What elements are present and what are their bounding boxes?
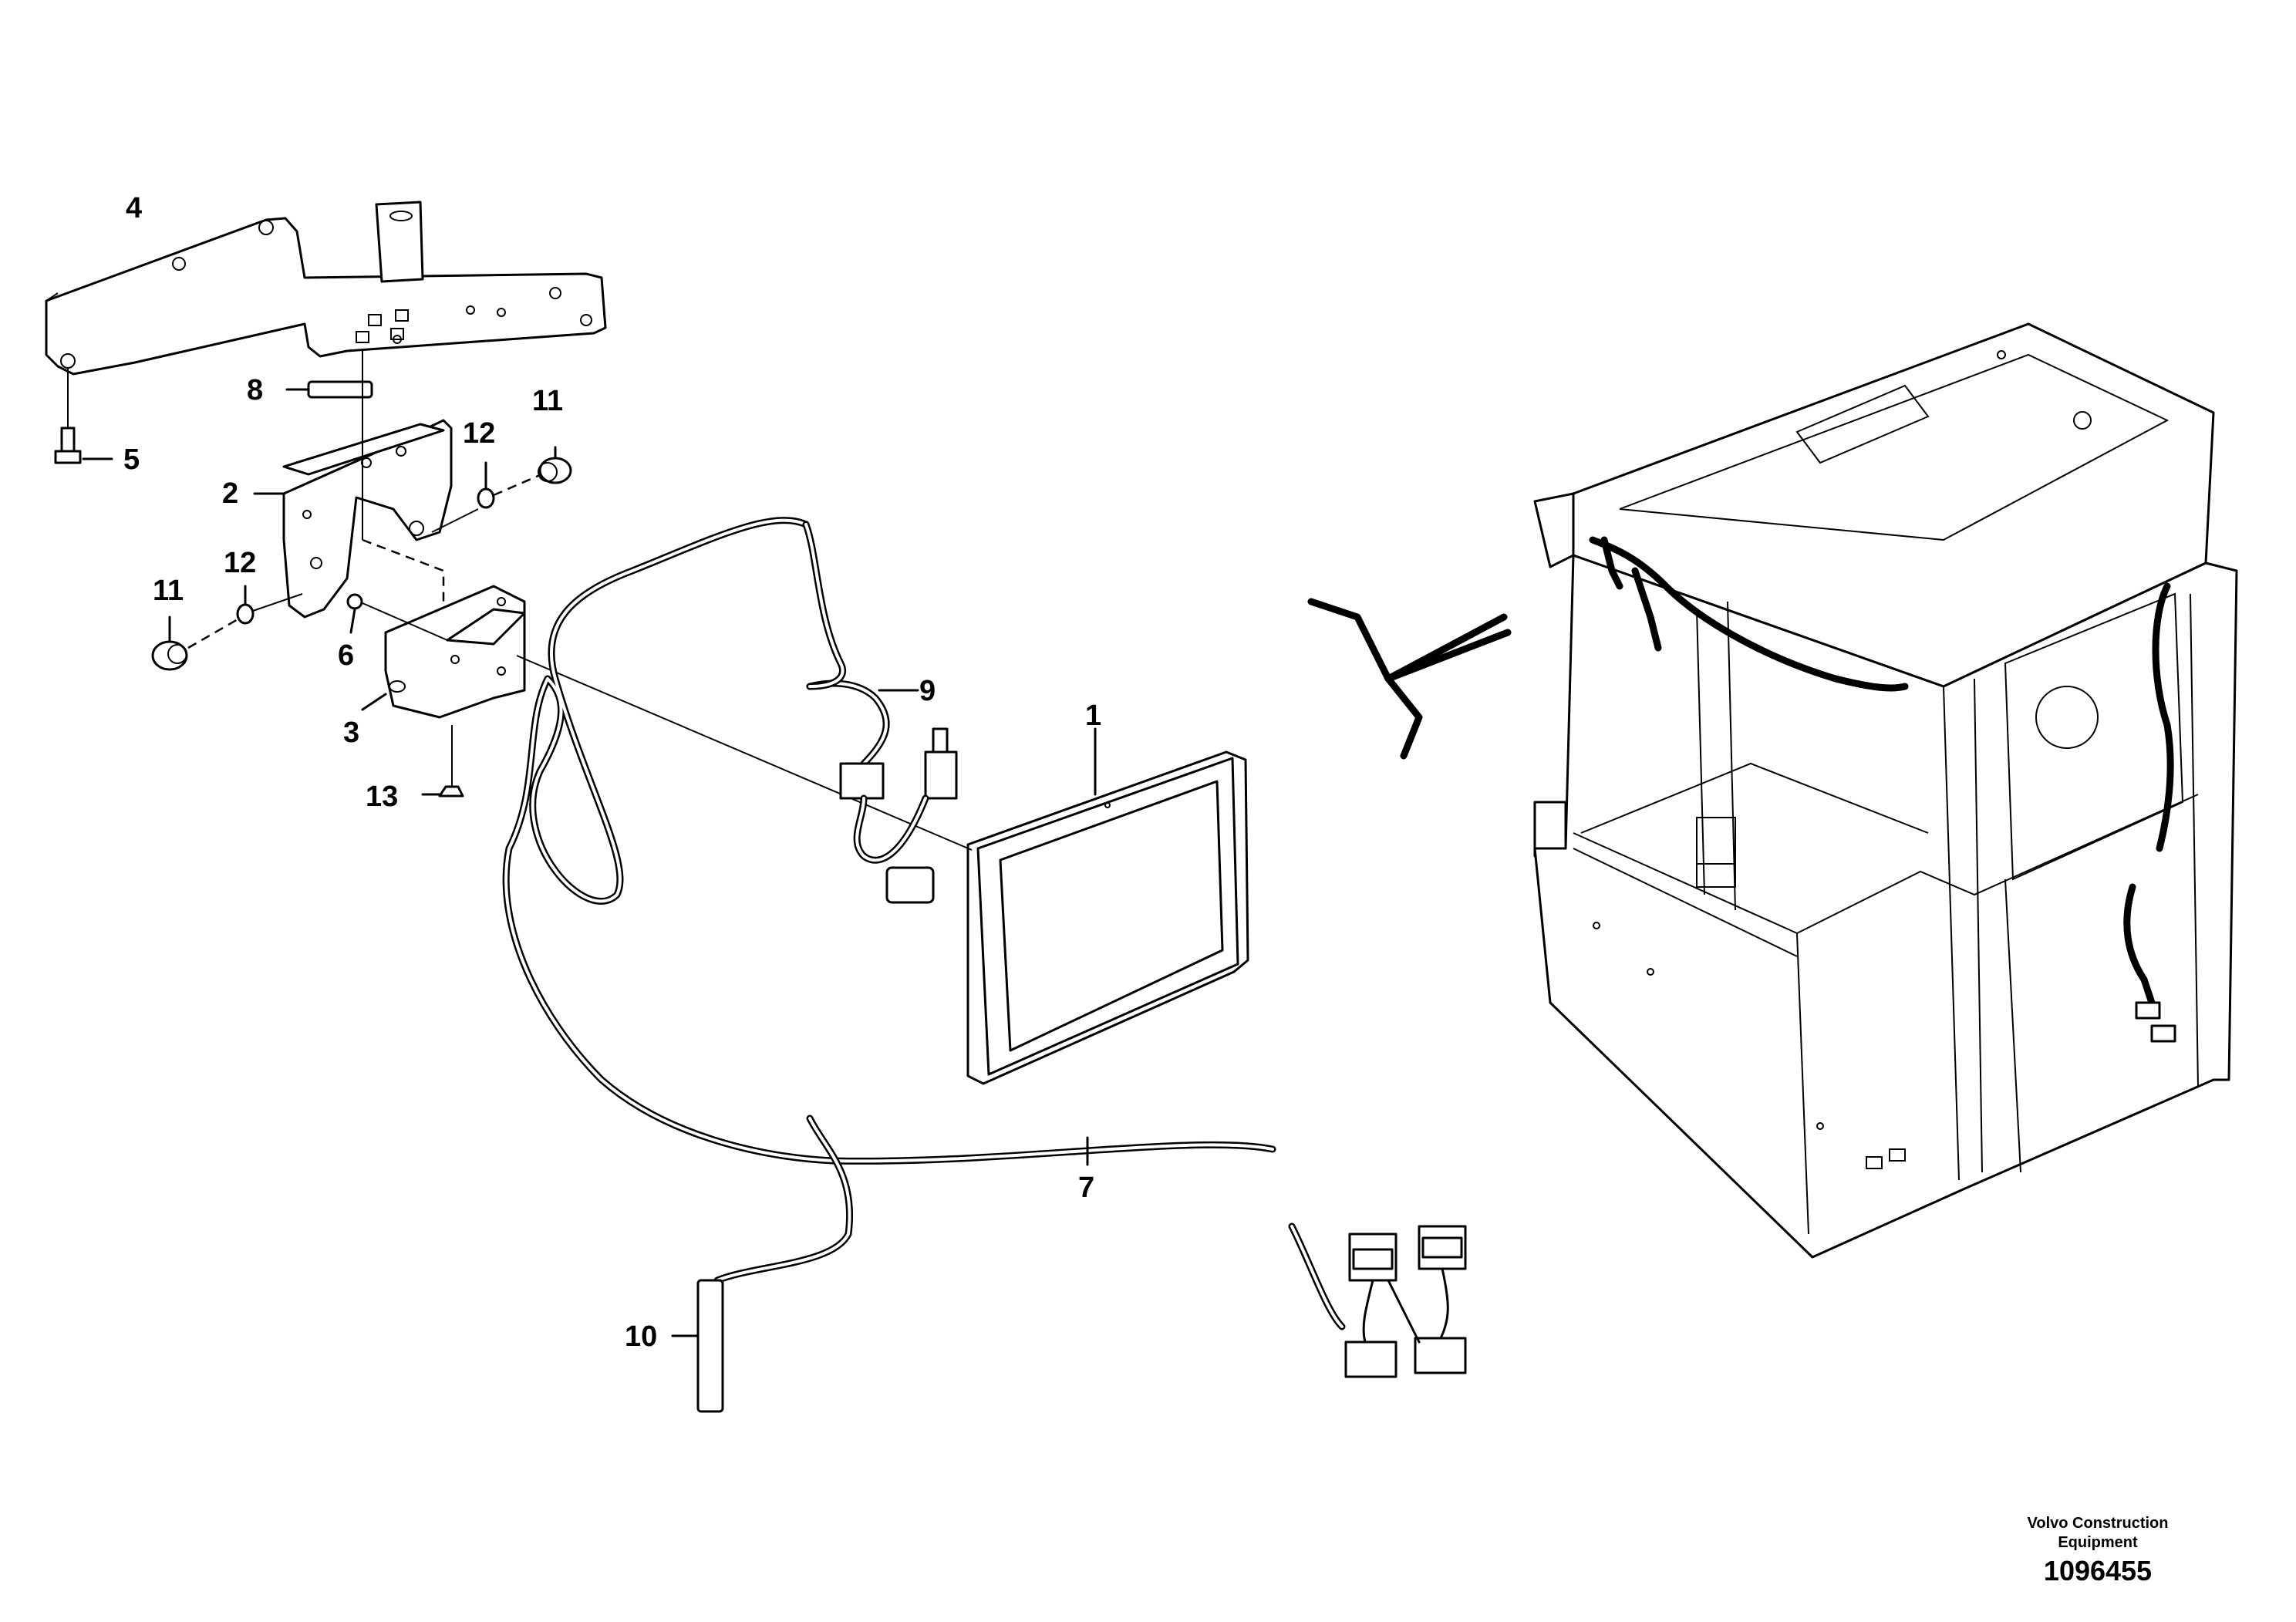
callout-1: 1	[1085, 700, 1101, 732]
callout-3: 3	[343, 717, 359, 749]
fastener-part-13	[421, 725, 464, 798]
callout-11-lower: 11	[153, 575, 184, 607]
cable-part-7	[502, 517, 1346, 1330]
display-unit-part-1	[966, 727, 1249, 1085]
connector-group	[1344, 1225, 1467, 1378]
knob-part-11-upper	[431, 446, 572, 533]
callout-9: 9	[919, 675, 936, 707]
callout-4: 4	[126, 192, 142, 224]
cab-frame	[1533, 322, 2238, 1259]
company-line-2: Equipment	[2058, 1534, 2138, 1551]
bolt-part-5	[54, 369, 113, 464]
sensor-part-10	[671, 1114, 853, 1413]
bracket-part-3	[361, 585, 526, 719]
callout-6: 6	[338, 639, 354, 672]
callout-13: 13	[366, 781, 398, 813]
mounting-plate-part-4	[45, 201, 607, 376]
harness-part-9	[806, 679, 958, 904]
footer-company: Volvo Construction Equipment	[2021, 1514, 2175, 1553]
callout-8: 8	[247, 374, 263, 406]
callout-5: 5	[123, 443, 140, 476]
callout-2: 2	[222, 477, 238, 510]
bracket-part-2	[253, 419, 453, 619]
callout-11-upper: 11	[532, 385, 563, 417]
callout-12-lower: 12	[224, 547, 256, 579]
screw-part-6	[346, 593, 448, 641]
cab-harness	[1589, 536, 2176, 1043]
callout-12-upper: 12	[463, 417, 495, 450]
washer-part-12-lower	[187, 585, 303, 649]
break-line-indicator	[1307, 598, 1512, 760]
spacer-part-8	[285, 380, 373, 399]
callout-7: 7	[1078, 1172, 1094, 1204]
knob-part-11-lower	[151, 615, 188, 671]
washer-part-12-upper	[477, 461, 541, 509]
drawing-number: 1096455	[2043, 1555, 2153, 1587]
company-line-1: Volvo Construction	[2027, 1515, 2169, 1532]
callout-10: 10	[625, 1320, 657, 1353]
